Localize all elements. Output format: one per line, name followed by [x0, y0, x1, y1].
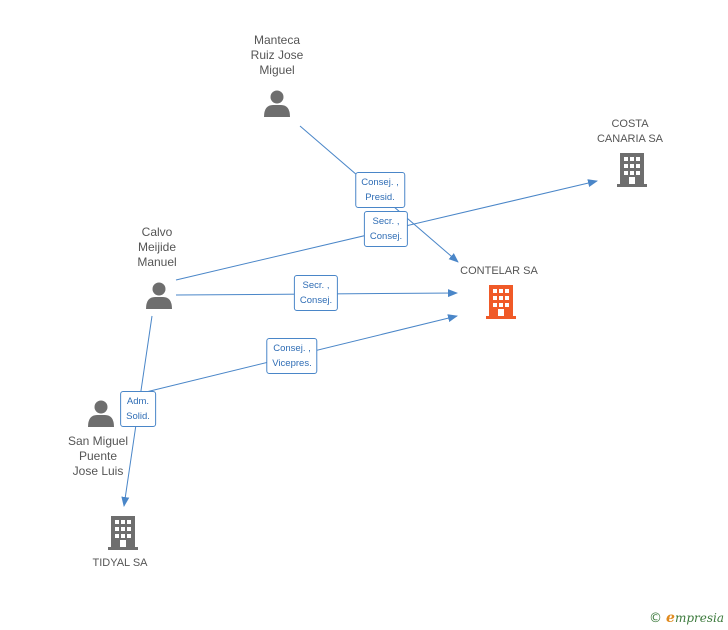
- company-label-costa[interactable]: COSTA CANARIA SA: [597, 117, 663, 147]
- label-line: Jose Luis: [72, 464, 124, 478]
- person-label-sanmiguel[interactable]: San Miguel Puente Jose Luis: [68, 434, 128, 479]
- edge-label-line: Presid.: [365, 192, 395, 203]
- edge-label-adm-solid[interactable]: Adm. Solid.: [120, 391, 156, 427]
- building-icon[interactable]: [486, 285, 516, 319]
- edge-label-line: Consej.: [299, 295, 333, 306]
- company-label-contelar[interactable]: CONTELAR SA: [460, 264, 538, 279]
- edge-label-line: Consej.: [369, 231, 403, 242]
- label-line: Miguel: [259, 63, 295, 77]
- edge-label-line: Solid.: [126, 411, 150, 422]
- building-icon[interactable]: [108, 516, 138, 550]
- edge-label-line: Vicepres.: [272, 358, 312, 369]
- label-line: CONTELAR SA: [460, 265, 538, 277]
- person-icon[interactable]: [145, 281, 173, 309]
- edge-label-secr-consej[interactable]: Secr. , Consej.: [293, 275, 339, 311]
- person-icon[interactable]: [87, 399, 115, 427]
- company-label-tidyal[interactable]: TIDYAL SA: [92, 556, 147, 571]
- edge-label-line: Secr. ,: [372, 216, 400, 227]
- edge-label-line: Consej. ,: [361, 177, 399, 188]
- person-label-manteca[interactable]: Manteca Ruiz Jose Miguel: [251, 33, 304, 78]
- label-line: Manteca: [253, 33, 301, 47]
- person-icon[interactable]: [263, 89, 291, 117]
- label-line: TIDYAL SA: [92, 557, 148, 569]
- edge-label-line: Consej. ,: [273, 343, 311, 354]
- brand-logo: © empresia: [649, 610, 724, 626]
- edge-label-consej-presid[interactable]: Consej. , Presid.: [355, 172, 405, 208]
- building-icon[interactable]: [617, 153, 647, 187]
- label-line: Ruiz Jose: [250, 48, 304, 62]
- label-line: Meijide: [137, 240, 177, 254]
- edge-label-secr-consej[interactable]: Secr. , Consej.: [363, 211, 409, 247]
- label-line: COSTA: [611, 118, 649, 130]
- edge-label-line: Secr. ,: [302, 280, 330, 291]
- label-line: Manuel: [137, 255, 177, 269]
- label-line: San Miguel: [67, 434, 129, 448]
- edge-label-line: Adm.: [126, 396, 150, 407]
- person-label-calvo[interactable]: Calvo Meijide Manuel: [137, 225, 176, 270]
- label-line: Calvo: [141, 225, 173, 239]
- copyright-icon: ©: [649, 610, 663, 626]
- edge-label-consej-vicepres[interactable]: Consej. , Vicepres.: [266, 338, 318, 374]
- label-line: CANARIA SA: [596, 133, 664, 145]
- label-line: Puente: [78, 449, 118, 463]
- brand-name: empresia: [666, 610, 724, 626]
